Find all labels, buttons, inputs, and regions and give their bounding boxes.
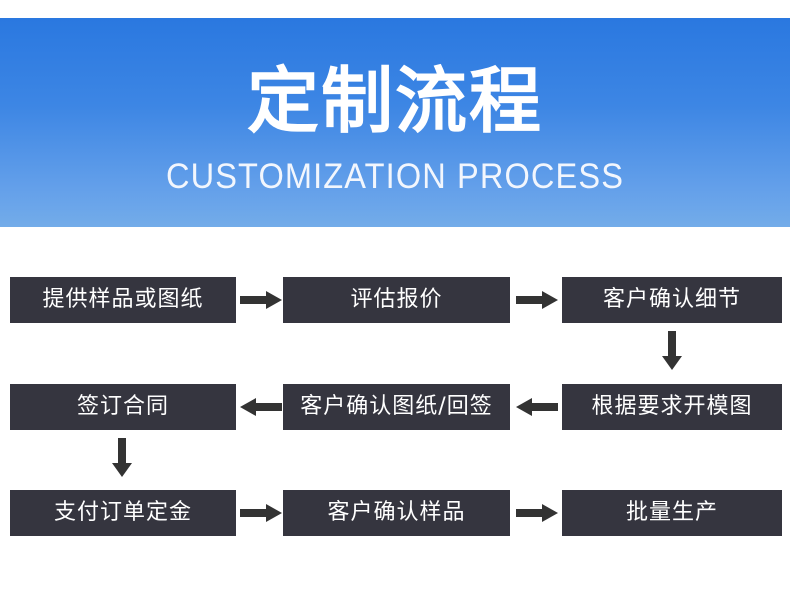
flow-step-box[interactable]: 评估报价 <box>283 277 510 323</box>
flow-step-box[interactable]: 支付订单定金 <box>10 490 236 536</box>
arrow-left-icon <box>514 397 560 417</box>
flow-step-box[interactable]: 根据要求开模图 <box>562 384 782 430</box>
process-flow: 提供样品或图纸 评估报价 客户确认细节 <box>0 227 790 607</box>
arrow-right-icon <box>238 503 284 523</box>
flow-step-label: 提供样品或图纸 <box>42 287 204 312</box>
flow-step-label: 批量生产 <box>625 500 718 525</box>
arrow-right-icon <box>238 290 284 310</box>
arrow-left-icon <box>238 397 284 417</box>
arrow-down-icon <box>111 437 133 479</box>
flow-step-box[interactable]: 客户确认细节 <box>562 277 782 323</box>
flow-step-label: 客户确认样品 <box>327 500 466 525</box>
flow-step-label: 客户确认细节 <box>602 287 741 312</box>
flow-step-label: 评估报价 <box>350 287 443 312</box>
flow-step-label: 根据要求开模图 <box>591 394 753 419</box>
arrow-down-icon <box>661 330 683 372</box>
page-subtitle: CUSTOMIZATION PROCESS <box>165 157 625 196</box>
flow-step-box[interactable]: 客户确认样品 <box>283 490 510 536</box>
flow-step-label: 签订合同 <box>76 394 169 419</box>
arrow-right-icon <box>514 503 560 523</box>
flow-step-label: 支付订单定金 <box>53 500 192 525</box>
flow-step-box[interactable]: 签订合同 <box>10 384 236 430</box>
page-title: 定制流程 <box>246 59 543 143</box>
arrow-right-icon <box>514 290 560 310</box>
flow-row-2: 签订合同 客户确认图纸/回签 根据要求开模图 <box>0 384 790 430</box>
flow-row-1: 提供样品或图纸 评估报价 客户确认细节 <box>0 277 790 323</box>
flow-step-label: 客户确认图纸/回签 <box>300 394 493 419</box>
flow-step-box[interactable]: 客户确认图纸/回签 <box>283 384 510 430</box>
banner: 定制流程 CUSTOMIZATION PROCESS <box>0 18 790 227</box>
flow-step-box[interactable]: 提供样品或图纸 <box>10 277 236 323</box>
flow-step-box[interactable]: 批量生产 <box>562 490 782 536</box>
flow-row-3: 支付订单定金 客户确认样品 批量生产 <box>0 490 790 536</box>
